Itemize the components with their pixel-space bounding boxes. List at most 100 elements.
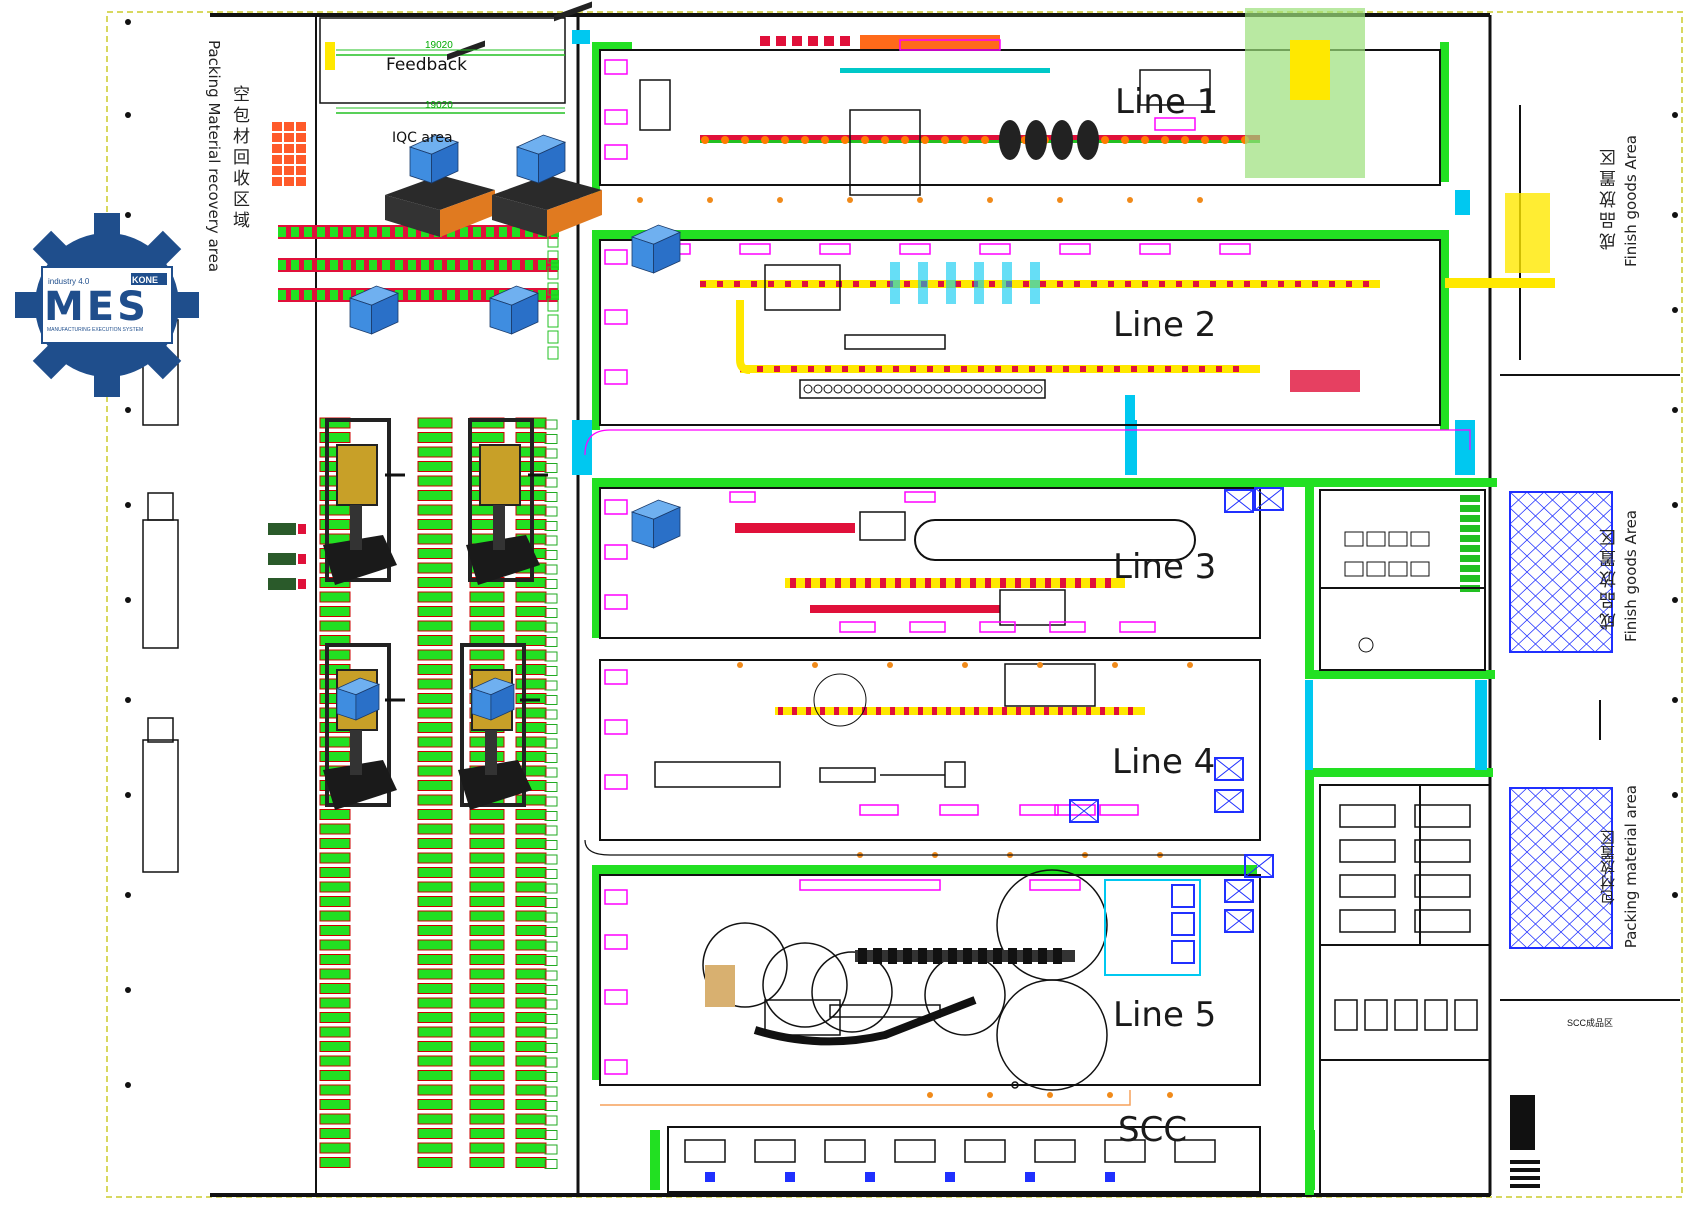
rack-x (1543, 539, 1562, 557)
machine (1339, 804, 1396, 828)
rack-x (1560, 803, 1579, 821)
rack-x (1560, 603, 1579, 621)
recovery-slot (343, 227, 351, 237)
rack-x (1594, 635, 1613, 653)
gear-tooth (15, 292, 45, 318)
rack-bay (515, 736, 547, 748)
box-icon (515, 134, 567, 184)
rack-bay (515, 1041, 547, 1052)
roller (981, 136, 989, 144)
rack-x (1526, 931, 1545, 949)
machine (799, 379, 1046, 399)
rack-x (1594, 867, 1613, 885)
crate-x (1244, 854, 1274, 878)
cyan-gate (1030, 262, 1040, 304)
machine (764, 999, 841, 1036)
rack-bay (469, 867, 505, 878)
rack-bay (319, 896, 351, 907)
conv-mark (1057, 281, 1063, 287)
line-frames (599, 49, 1441, 1193)
conv-mark (904, 281, 910, 287)
gear-tooth (141, 230, 182, 271)
mes-logo-brand: KONE (132, 275, 159, 285)
cyan-gate (890, 262, 900, 304)
rack-tag (544, 1072, 558, 1082)
recovery-cell (272, 166, 282, 175)
conv-mark (1131, 366, 1137, 372)
rack-tag (544, 448, 558, 459)
rack-bay (515, 968, 547, 980)
cab (336, 444, 378, 506)
rack-bay (417, 1128, 453, 1139)
conv-mark (1182, 366, 1188, 372)
recovery-slot (304, 227, 312, 237)
base (323, 535, 397, 585)
recovery-slot (395, 260, 403, 270)
rack-x (1543, 523, 1562, 541)
shelf-cell (1388, 531, 1408, 547)
rack-bay (319, 649, 351, 661)
rack-bay (319, 954, 351, 965)
magenta-station (979, 243, 1011, 255)
conv-mark (1072, 707, 1077, 715)
recovery-slot (473, 227, 481, 237)
rack-bay (417, 736, 453, 748)
green-aisles (592, 42, 1497, 1195)
roller (821, 136, 829, 144)
line-1-label: Line 1 (1115, 82, 1219, 122)
roller (841, 136, 849, 144)
box-icon (408, 134, 460, 184)
magenta-station (604, 369, 628, 385)
conv-mark (859, 366, 865, 372)
recovery-slot (356, 227, 364, 237)
rack-tag (544, 622, 558, 633)
rack-x (1509, 787, 1528, 805)
agv-side (492, 195, 547, 237)
rack-tag (544, 1057, 558, 1068)
conv-mark (1063, 366, 1069, 372)
magenta-station (604, 109, 628, 125)
conv-mark (933, 948, 942, 964)
rack-bay (515, 852, 547, 864)
rack-bay (319, 881, 351, 893)
orange-dot (1197, 197, 1203, 203)
machine (1339, 909, 1396, 933)
recovery-slot (369, 260, 377, 270)
machine (894, 1139, 936, 1163)
orange-dot (737, 662, 743, 668)
box-right (431, 141, 459, 184)
rack-bay (515, 809, 547, 820)
rack-tag (544, 463, 558, 473)
rack-bay (515, 838, 547, 849)
conv-mark (895, 578, 901, 588)
charger-icon (268, 578, 306, 590)
rack-tag (544, 796, 558, 807)
conv-mark (948, 948, 957, 964)
recovery-cell (284, 155, 294, 164)
conv-mark (1329, 281, 1335, 287)
rack-x (1543, 915, 1562, 933)
conv-mark (974, 707, 979, 715)
box-icon (348, 285, 400, 335)
roller (1023, 384, 1033, 394)
green-shelf (1460, 575, 1480, 582)
conv-mark (1199, 366, 1205, 372)
roller (861, 136, 869, 144)
rack-x (1526, 523, 1545, 541)
rack-bay (469, 1142, 505, 1154)
machine (819, 767, 876, 783)
conv-mark (1038, 948, 1047, 964)
rack-tag (544, 912, 558, 923)
rack-tag (544, 854, 558, 865)
rack-x (1509, 507, 1528, 525)
rack-bay (469, 809, 505, 820)
roller (781, 136, 789, 144)
recovery-bin (547, 314, 559, 328)
rack-bay (319, 591, 351, 603)
green-shelf (1460, 545, 1480, 552)
conveyor (860, 35, 1000, 49)
rack-x (1577, 883, 1596, 901)
rack-x (1543, 787, 1562, 805)
rack-tag (544, 840, 558, 850)
rack-tag (544, 985, 558, 995)
